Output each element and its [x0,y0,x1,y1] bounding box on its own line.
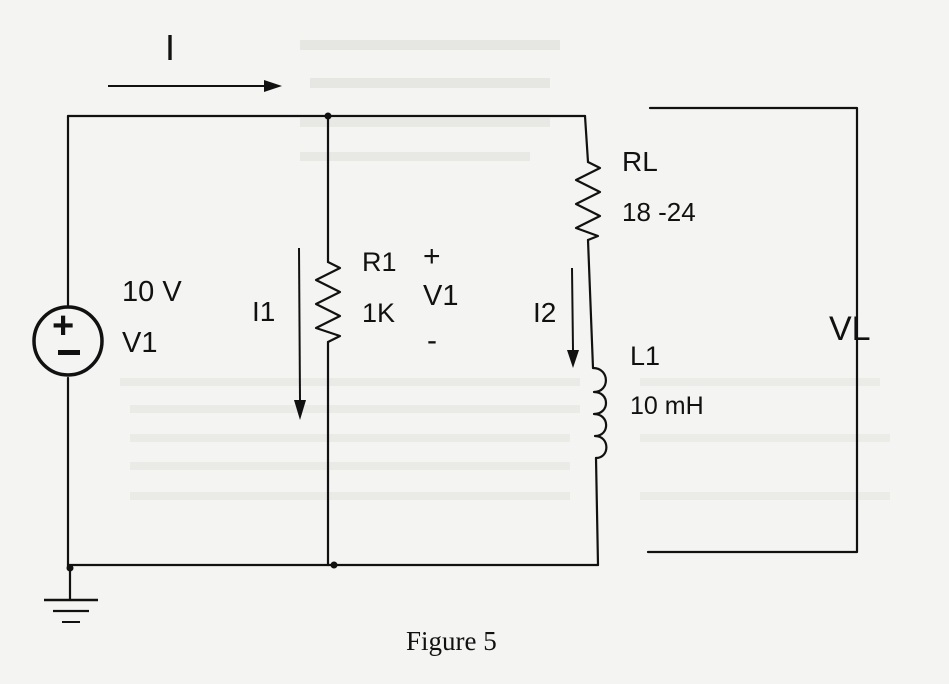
rl-branch-top [583,114,590,164]
source-name-label: V1 [122,327,157,359]
rl-value-label: 18 -24 [622,197,696,227]
v1-name-label: V1 [423,280,458,312]
junctions [66,112,338,572]
source-plus-sign: + [52,305,74,347]
current-i2-arrow-icon [567,267,579,368]
rl-name-label: RL [622,146,658,177]
source-value-label: 10 V [122,276,182,308]
inductor-l1-icon [591,366,608,460]
ground-icon [44,598,98,623]
figure-caption: Figure 5 [406,626,497,656]
vl-bracket [646,106,859,554]
source-minus-sign [58,350,80,355]
current-i1-arrow-icon [294,247,306,420]
resistor-r1-icon [314,260,342,344]
current-i-label: I [165,27,175,68]
vl-label: VL [829,310,871,348]
r1-value-label: 1K [362,298,395,328]
l1-value-label: 10 mH [630,392,704,420]
resistor-rl-icon [574,160,602,242]
wires [66,106,859,602]
bleed-through-texture [120,40,890,500]
junction-bottom-mid [330,561,338,569]
r1-name-label: R1 [362,247,397,277]
l1-to-bottom-wire [594,456,600,567]
junction-top [324,112,332,120]
l1-name-label: L1 [630,341,660,371]
v1-plus-label: + [423,240,441,273]
v1-minus-label: - [427,324,437,357]
junction-bottom-left [66,564,74,572]
i1-label: I1 [252,296,275,327]
current-i-arrow-icon [108,80,282,92]
dc-voltage-source-icon: + [32,305,104,377]
i2-label: I2 [533,297,556,328]
rl-to-l1-wire [586,238,595,370]
